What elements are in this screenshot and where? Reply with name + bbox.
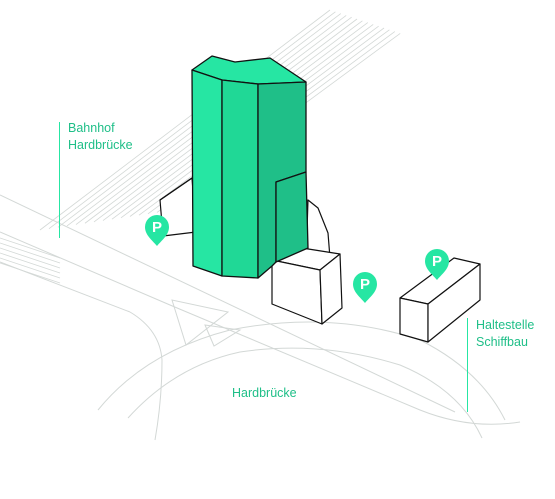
tower-face-left	[191, 69, 223, 277]
road-curve-outer	[97, 321, 506, 421]
parking-pins: P P P	[145, 215, 449, 303]
stop-label-line-1: Haltestelle	[476, 318, 535, 332]
haltestelle-leader-line	[467, 318, 468, 412]
road-edge-lower-2	[0, 261, 131, 313]
pin-shape	[425, 249, 449, 280]
rail-track-stub	[0, 257, 61, 279]
rail-track-stub	[0, 237, 61, 259]
rail-track-stub	[0, 252, 61, 274]
road-network	[0, 194, 521, 441]
station-label-bahnhof-hardbruecke: Bahnhof Hardbrücke	[68, 120, 133, 154]
bahnhof-leader-line	[59, 122, 60, 238]
pin-shape	[353, 272, 377, 303]
rail-track	[39, 9, 331, 231]
rail-track-stub	[0, 262, 61, 284]
parking-pin-icon: P	[353, 272, 377, 303]
building-long-side	[427, 263, 481, 343]
parking-glyph: P	[152, 219, 162, 236]
tower-face-mid	[221, 79, 259, 279]
parking-glyph: P	[432, 253, 442, 270]
parking-glyph: P	[360, 276, 370, 293]
building-left-small-top	[159, 177, 193, 201]
pin-shape	[145, 215, 169, 246]
rail-track-stub	[0, 242, 61, 264]
road-island-1	[171, 299, 230, 346]
road-curve-inner	[127, 347, 483, 439]
road-edge-upper	[0, 194, 456, 413]
building-long-front	[399, 297, 429, 343]
buildings	[159, 177, 481, 343]
road-island-2	[204, 324, 242, 347]
rail-track-stub	[0, 247, 61, 269]
stop-label-haltestelle-schiffbau: Haltestelle Schiffbau	[476, 317, 534, 351]
tower-highlight	[191, 55, 309, 279]
parking-pin-icon: P	[145, 215, 169, 246]
road-edge-lower	[0, 231, 521, 425]
building-front-left	[271, 259, 323, 325]
road-left-curve	[129, 311, 163, 441]
stop-label-line-2: Schiffbau	[476, 335, 528, 349]
station-label-line-2: Hardbrücke	[68, 138, 133, 152]
parking-pin-icon: P	[425, 249, 449, 280]
tower-face-lower	[275, 171, 309, 263]
building-front-right	[319, 253, 343, 325]
station-label-line-1: Bahnhof	[68, 121, 115, 135]
street-label-hardbruecke: Hardbrücke	[232, 386, 297, 400]
